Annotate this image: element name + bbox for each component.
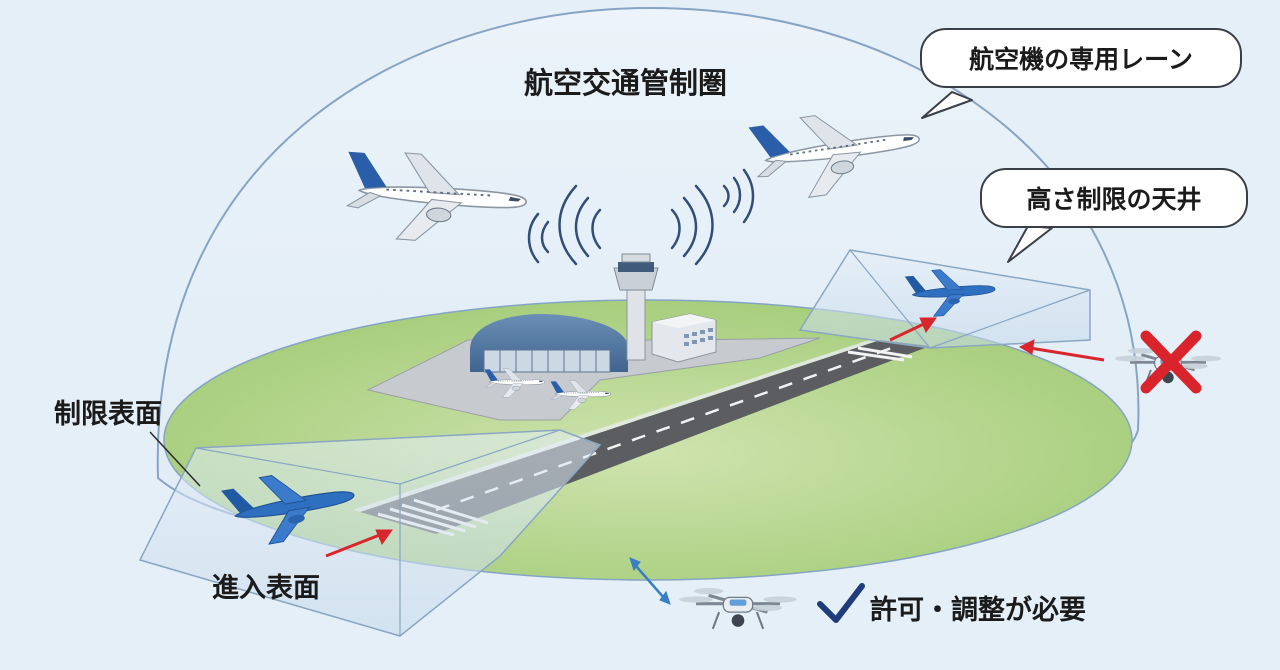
red-arrow-approach bbox=[325, 529, 393, 558]
restricted-surface-label: 制限表面 bbox=[54, 399, 162, 430]
x-mark-icon bbox=[1140, 330, 1202, 394]
red-arrow-intrusion bbox=[1018, 339, 1105, 362]
height-ceiling-bubble: 高さ制限の天井 bbox=[980, 168, 1248, 228]
blue-double-arrow bbox=[629, 557, 671, 605]
height-ceiling-label: 高さ制限の天井 bbox=[1026, 185, 1202, 214]
checkmark-icon bbox=[817, 583, 865, 623]
approach-surface-label: 進入表面 bbox=[212, 573, 320, 604]
aircraft-lane-bubble: 航空機の専用レーン bbox=[920, 28, 1242, 88]
control-tower bbox=[613, 253, 659, 361]
radio-waves-icon bbox=[527, 168, 755, 266]
height-ceiling-surface bbox=[798, 249, 1091, 349]
approach-surface bbox=[138, 429, 602, 637]
office-building bbox=[651, 313, 717, 363]
red-arrow-departure bbox=[889, 317, 937, 342]
leader-line bbox=[149, 431, 201, 487]
hangar bbox=[470, 314, 628, 373]
atc-zone-label: 航空交通管制圏 bbox=[524, 66, 728, 100]
aircraft-lane-label: 航空機の専用レーン bbox=[969, 45, 1193, 74]
permission-note-label: 許可・調整が必要 bbox=[870, 595, 1086, 626]
